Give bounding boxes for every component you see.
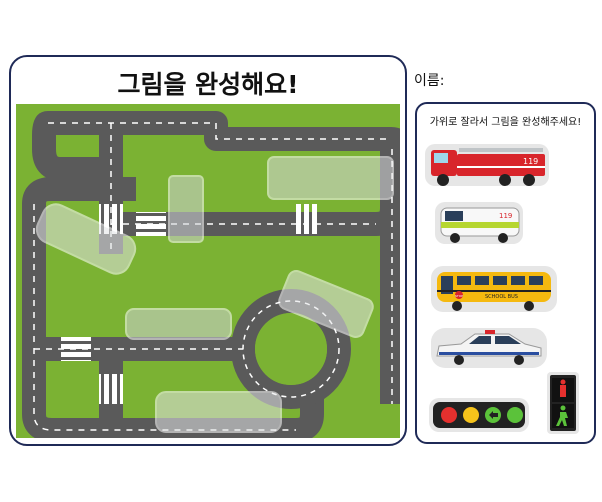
ghost-fire-truck [267,156,394,200]
school-bus-stop-sign: STOP [455,294,463,298]
school-bus-piece[interactable]: STOP SCHOOL BUS [429,264,559,316]
ghost-pedestrian-signal [168,175,204,243]
road-map [16,104,400,438]
ambulance-piece[interactable]: 119 [433,198,525,250]
worksheet-board: 그림을 완성해요! [9,55,407,446]
police-car-piece[interactable] [429,326,549,372]
grass-background [16,104,400,438]
school-bus-label: SCHOOL BUS [485,294,518,300]
ambulance-label: 119 [499,212,512,220]
ghost-school-bus [155,391,282,433]
traffic-light-piece[interactable] [427,396,531,436]
instruction-text: 가위로 잘라서 그림을 완성해주세요! [429,117,582,128]
ghost-police-car [35,203,137,275]
worksheet-title: 그림을 완성해요! [117,70,299,99]
pedestrian-signal-piece[interactable] [545,370,581,436]
fire-truck-piece[interactable]: 119 [423,138,551,194]
fire-truck-label: 119 [523,157,538,166]
cutout-panel: 가위로 잘라서 그림을 완성해주세요! 119 119 STOP SCHOOL … [415,102,596,444]
ghost-ambulance [278,270,374,338]
ghost-traffic-light [125,308,232,340]
name-label: 이름: [414,73,445,89]
